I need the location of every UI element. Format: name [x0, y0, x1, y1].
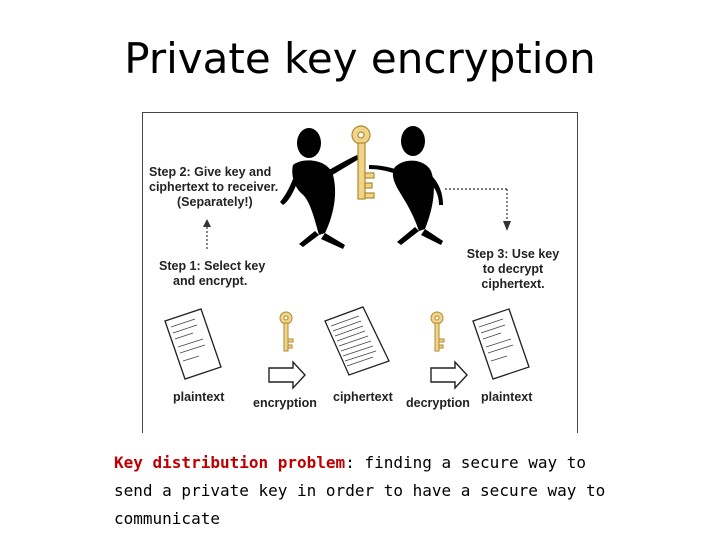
caption-highlight: Key distribution problem	[114, 453, 346, 472]
caption-text: : finding a secure way to send a private…	[114, 453, 606, 528]
slide-title: Private key encryption	[124, 34, 596, 83]
encryption-key-icon	[279, 311, 294, 352]
plaintext-document-right	[472, 308, 530, 380]
step2-line2: ciphertext to receiver.	[149, 180, 279, 194]
step1-line2: and encrypt.	[173, 274, 248, 288]
person-right-icon	[369, 126, 443, 245]
step3-line1: Step 3: Use key	[466, 247, 560, 261]
decryption-arrow-icon	[430, 360, 468, 390]
dotted-arrow-up	[203, 219, 211, 249]
plaintext-right-label: plaintext	[481, 390, 533, 404]
step3-line2: to decrypt	[482, 262, 544, 276]
step2-text: Step 2: Give key and ciphertext to recei…	[149, 165, 299, 210]
ciphertext-label: ciphertext	[333, 390, 393, 404]
step1-line1: Step 1: Select key	[159, 259, 266, 273]
step2-line1: Step 2: Give key and	[149, 165, 272, 179]
caption: Key distribution problem: finding a secu…	[114, 449, 614, 533]
ciphertext-document	[324, 306, 390, 376]
diagram-graphics	[164, 125, 530, 390]
shared-key-icon	[351, 125, 375, 200]
dotted-arrow-down	[445, 188, 511, 231]
person-left-icon	[280, 128, 359, 249]
step3-text: Step 3: Use key to decrypt ciphertext.	[461, 247, 565, 292]
step1-text: Step 1: Select key and encrypt.	[159, 259, 289, 289]
encryption-diagram: Step 2: Give key and ciphertext to recei…	[142, 112, 578, 433]
decryption-key-icon	[430, 311, 445, 352]
encryption-label: encryption	[253, 396, 317, 410]
plaintext-left-label: plaintext	[173, 390, 225, 404]
step2-line3: (Separately!)	[177, 195, 253, 209]
step3-line3: ciphertext.	[481, 277, 545, 291]
decryption-label: decryption	[406, 396, 470, 410]
encryption-arrow-icon	[268, 360, 306, 390]
plaintext-document-left	[164, 308, 222, 380]
